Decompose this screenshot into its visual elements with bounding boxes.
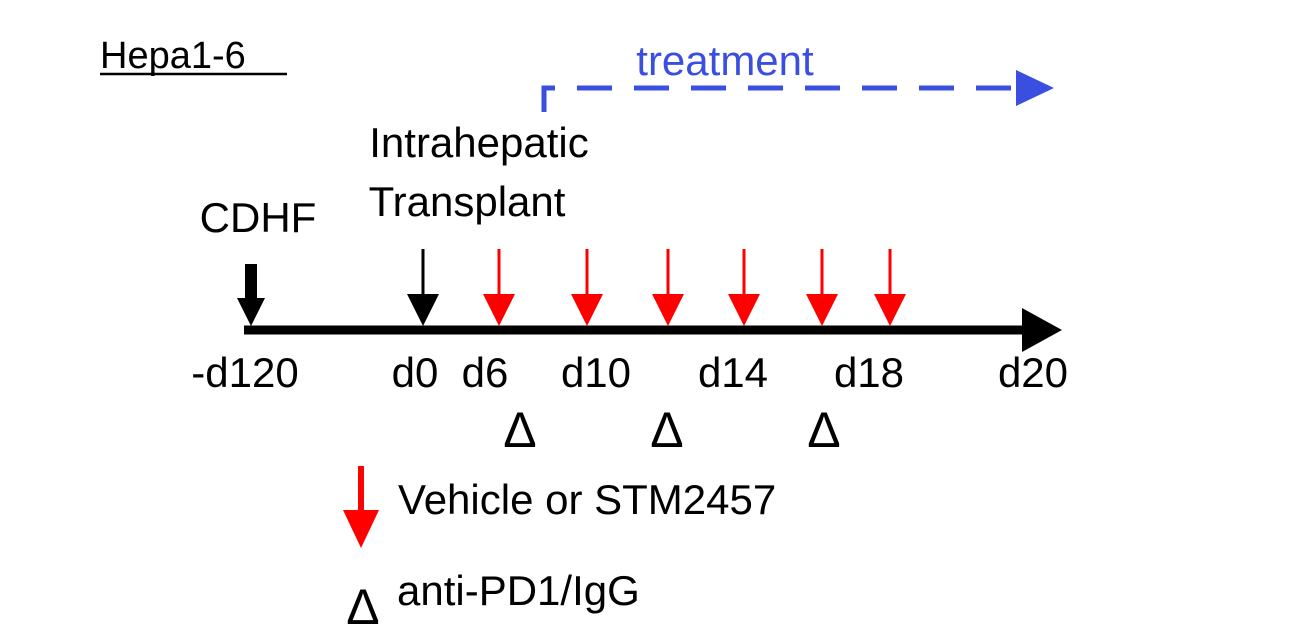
treatment-arrowhead (1016, 70, 1054, 106)
treatment-dashed-line (541, 85, 1018, 112)
transplant-label-line2: Transplant (369, 178, 566, 225)
drug-arrow (483, 249, 515, 326)
legend-drug-label: Vehicle or STM2457 (398, 476, 776, 523)
tick-label: d6 (462, 349, 509, 396)
legend-antibody-marker: Δ (346, 579, 379, 633)
drug-arrow (652, 249, 684, 326)
transplant-label-line1: Intrahepatic (369, 119, 588, 166)
cdhf-label: CDHF (200, 194, 317, 241)
drug-arrow (571, 249, 603, 326)
model-label: Hepa1-6 (100, 35, 246, 77)
timeline-arrowhead (1022, 308, 1062, 352)
antibody-marker: Δ (503, 402, 536, 458)
antibody-marker: Δ (807, 402, 840, 458)
transplant-arrow (407, 249, 439, 326)
legend-antibody-label: anti-PD1/IgG (397, 567, 640, 614)
treatment-label: treatment (636, 37, 814, 84)
tick-label: -d120 (191, 349, 298, 396)
tick-label: d10 (561, 349, 631, 396)
legend-drug-arrow (343, 466, 379, 548)
tick-label: d18 (834, 349, 904, 396)
drug-arrow (728, 249, 760, 326)
tick-label: d14 (698, 349, 768, 396)
tick-label: d0 (392, 349, 439, 396)
cdhf-arrow (237, 264, 265, 326)
drug-arrow (874, 249, 906, 326)
antibody-marker: Δ (650, 402, 683, 458)
tick-label: d20 (998, 349, 1068, 396)
drug-arrow (806, 249, 838, 326)
